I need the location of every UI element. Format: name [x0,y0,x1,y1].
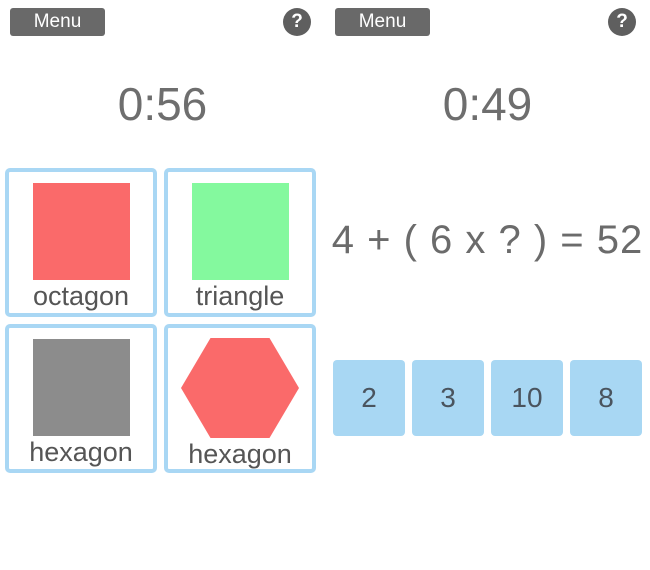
answer-button-2[interactable]: 2 [333,360,405,436]
timer-left: 0:56 [117,78,208,130]
shape-card-label: triangle [195,281,285,311]
shape-card-hexagon-word[interactable]: hexagon [5,324,157,473]
help-icon[interactable]: ? [283,8,311,36]
shape-card-label: octagon [32,281,130,311]
red-hexagon-shape [181,338,299,438]
answer-button-8[interactable]: 8 [570,360,642,436]
shape-card-octagon[interactable]: octagon [5,168,157,317]
shape-card-label: hexagon [29,437,133,467]
shape-card-triangle[interactable]: triangle [164,168,316,317]
right-panel-header: Menu ? [325,0,650,36]
shape-card-hexagon[interactable]: hexagon [164,324,316,473]
answer-button-row: 2 3 10 8 [325,360,650,436]
menu-button[interactable]: Menu [10,8,105,36]
right-game-panel: Menu ? 0:49 4 + ( 6 x ? ) = 52 2 3 10 8 [325,0,650,570]
red-square-shape [32,183,130,280]
answer-button-10[interactable]: 10 [491,360,563,436]
help-icon[interactable]: ? [608,8,636,36]
left-panel-header: Menu ? [0,0,325,36]
answer-button-3[interactable]: 3 [412,360,484,436]
equation-text: 4 + ( 6 x ? ) = 52 [331,218,644,262]
green-square-shape [191,183,289,280]
gray-square-shape [32,339,130,436]
menu-button[interactable]: Menu [335,8,430,36]
shape-card-label: hexagon [188,439,292,469]
shape-card-grid: octagon triangle hexagon hexagon [5,168,325,473]
timer-right: 0:49 [442,78,533,130]
left-game-panel: Menu ? 0:56 octagon triangle hexagon hex… [0,0,325,473]
